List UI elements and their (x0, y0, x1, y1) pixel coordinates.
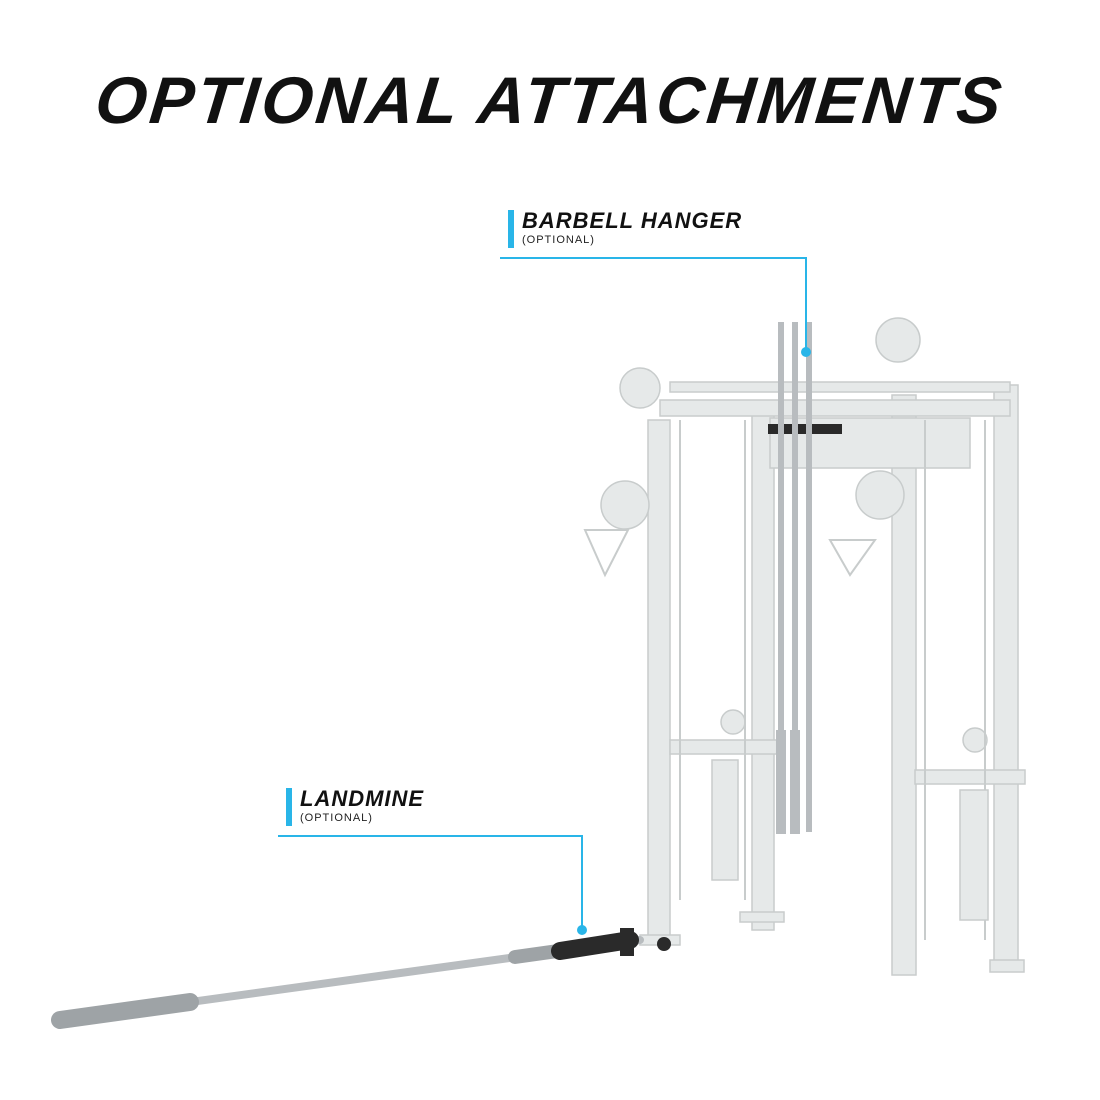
callout-note: (OPTIONAL) (522, 234, 595, 246)
callout-leader-landmine (278, 835, 587, 935)
callout-label: LANDMINE (300, 786, 425, 811)
barbell-hanger (768, 322, 842, 834)
callout-leader-hanger (500, 257, 811, 357)
callout-accent-bar (286, 788, 292, 826)
callout-accent-bar (508, 210, 514, 248)
landmine-barbell (51, 928, 671, 1029)
callout-note: (OPTIONAL) (300, 812, 373, 824)
rack-frame (583, 317, 1026, 976)
callout-label: BARBELL HANGER (522, 208, 743, 233)
